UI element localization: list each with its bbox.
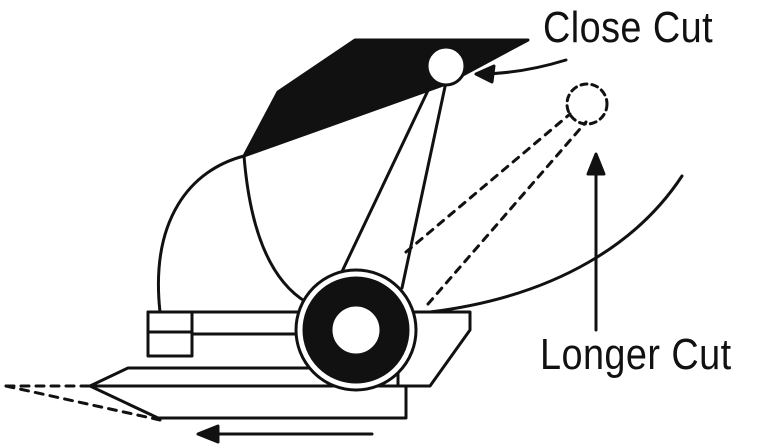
hood-outer-curve [157, 154, 246, 314]
close-cut-label: Close Cut [543, 3, 714, 52]
grass-curve [428, 174, 684, 314]
longer-cut-label: Longer Cut [540, 330, 732, 379]
direction-arrowhead [196, 424, 220, 444]
pivot-close-cut [425, 45, 467, 87]
close-cut-arrowhead [474, 64, 496, 84]
longer-cut-arrowhead [586, 152, 606, 176]
wheel-hub [329, 303, 383, 357]
blade-dashed-line [4, 384, 162, 422]
skid-shoe [88, 384, 408, 420]
deck-bracket [146, 310, 194, 358]
hood-inner-curve [242, 154, 308, 304]
handle-wedge [242, 38, 530, 158]
pivot-longer-cut [565, 82, 609, 126]
arm-longer-cut [404, 112, 572, 254]
arm-longer-cut-2 [426, 120, 588, 306]
